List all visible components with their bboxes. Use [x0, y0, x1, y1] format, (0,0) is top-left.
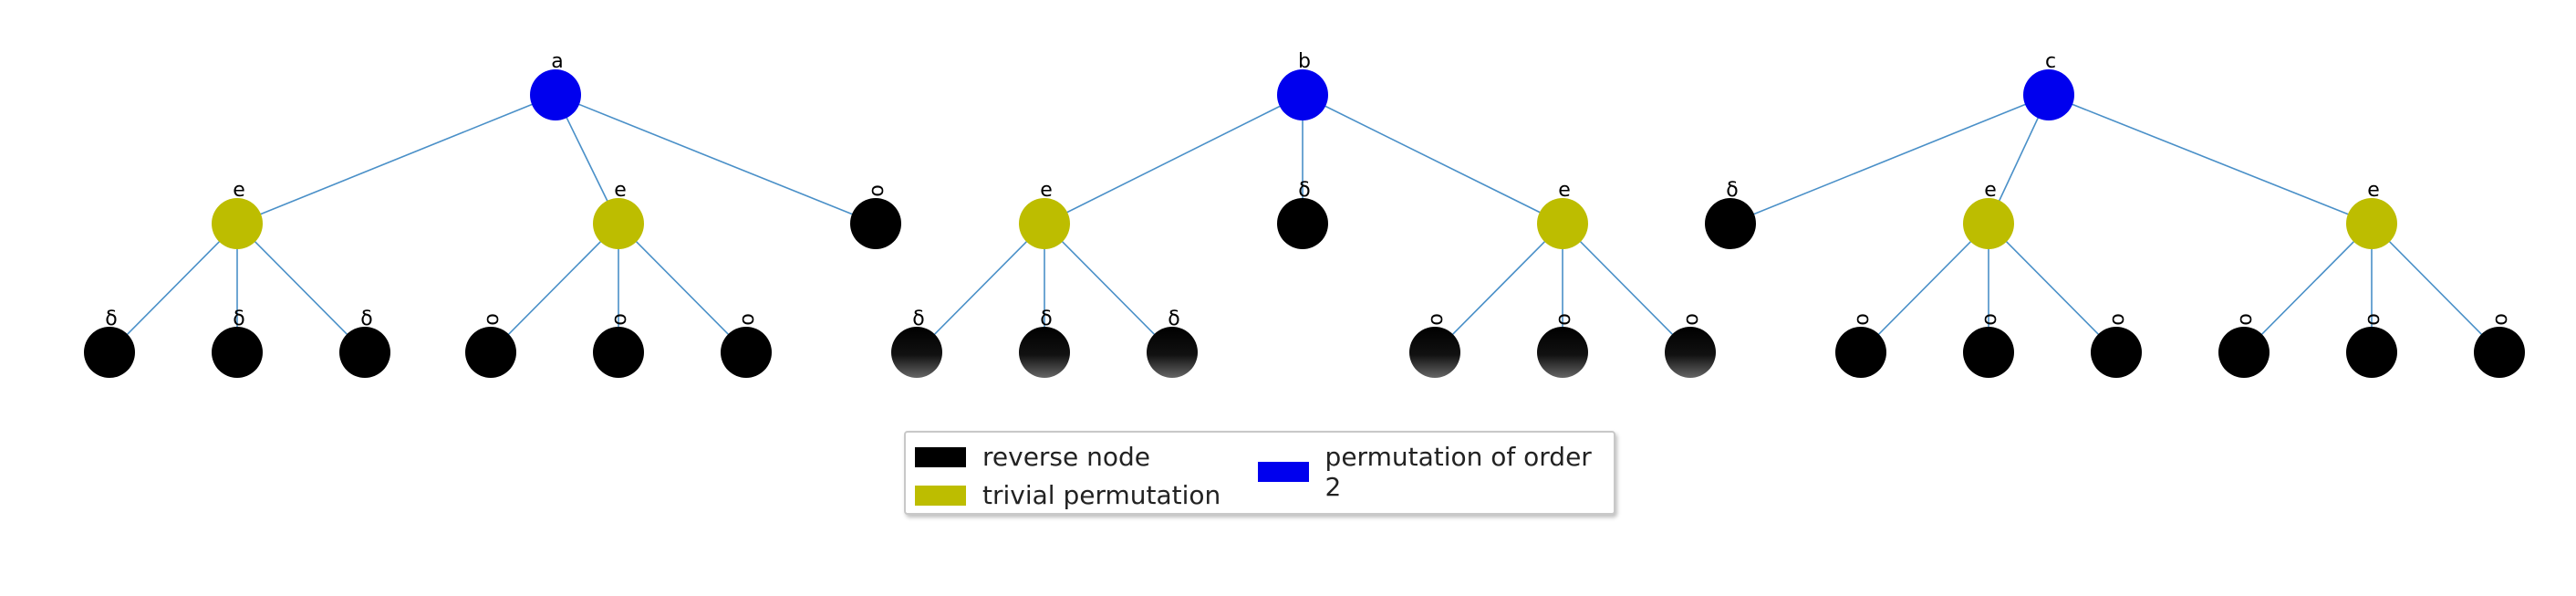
- tree-b-child-node-label: e: [1558, 179, 1571, 202]
- tree-a-leaf-node-label: δ: [105, 308, 117, 330]
- legend-swatch-order2: [1258, 462, 1309, 482]
- legend-item-trivial: trivial permutation: [915, 480, 1220, 510]
- legend-item-reverse: reverse node: [915, 442, 1150, 472]
- legend-item-order2: permutation of order 2: [1258, 442, 1614, 502]
- edge-root-child: [555, 94, 877, 225]
- legend-swatch-reverse: [915, 446, 966, 467]
- edge-child-leaf: [1044, 223, 1173, 353]
- tree-a-leaf-node-label: ᴑ: [613, 308, 627, 330]
- tree-c-root-node-label: c: [2045, 50, 2056, 73]
- tree-c-leaf-node-label: ᴑ: [2494, 308, 2508, 330]
- tree-diagram: δ δ δ e ᴑ ᴑ ᴑ e ᴑ a δ δ δ e δ ᴑ ᴑ ᴑ e b δ ᴑ ᴑ ᴑ e ᴑ ᴑ ᴑ e c: [84, 50, 2525, 378]
- tree-a-leaf-node: [465, 327, 516, 378]
- edge-child-leaf: [109, 223, 238, 353]
- edge-child-leaf: [2243, 223, 2373, 353]
- edge-root-child: [1044, 94, 1304, 225]
- tree-a-child-node: [593, 198, 644, 249]
- tree-c-leaf-node-label: ᴑ: [2366, 308, 2380, 330]
- edge-child-leaf: [1562, 223, 1691, 353]
- tree-b-leaf-node-label: ᴑ: [1429, 308, 1443, 330]
- tree-c-leaf-node-label: ᴑ: [1983, 308, 1997, 330]
- tree-b-child-node: [1537, 198, 1588, 249]
- tree-c-leaf-node-label: ᴑ: [1855, 308, 1869, 330]
- legend: reverse node trivial permutation permuta…: [904, 431, 1615, 515]
- tree-a-child-node: [212, 198, 263, 249]
- tree-c-child-node-label: δ: [1726, 179, 1738, 202]
- edge-root-child: [2048, 94, 2373, 225]
- tree-c-leaf-node-label: ᴑ: [2111, 308, 2124, 330]
- tree-a-child-node-label: e: [233, 179, 245, 202]
- tree-b-root-node: [1277, 69, 1328, 120]
- tree-c-leaf-node: [2218, 327, 2270, 378]
- edge-child-leaf: [1860, 223, 1989, 353]
- tree-a-leaf-node: [212, 327, 263, 378]
- tree-c-leaf-node: [2474, 327, 2525, 378]
- tree-a-leaf-node: [339, 327, 390, 378]
- tree-c-leaf-node: [1963, 327, 2014, 378]
- legend-label-reverse: reverse node: [982, 442, 1151, 472]
- tree-a-leaf-node-label: ᴑ: [741, 308, 754, 330]
- tree-a-root-node-label: a: [551, 50, 563, 73]
- tree-c-leaf-node: [2346, 327, 2397, 378]
- tree-a-leaf-node-label: δ: [360, 308, 372, 330]
- tree-a-child-node: [850, 198, 901, 249]
- tree-b-leaf-node: [1537, 327, 1588, 378]
- tree-c-child-node-label: e: [2367, 179, 2380, 202]
- tree-c-leaf-node: [1835, 327, 1886, 378]
- edge-child-leaf: [490, 223, 619, 353]
- tree-b-leaf-node: [1019, 327, 1070, 378]
- edge-child-leaf: [1988, 223, 2117, 353]
- tree-a-leaf-node-label: ᴑ: [485, 308, 499, 330]
- tree-b-leaf-node: [891, 327, 942, 378]
- tree-a-child-node-label: e: [614, 179, 627, 202]
- edge-child-leaf: [236, 223, 366, 353]
- nodes: δ δ δ e ᴑ ᴑ ᴑ e ᴑ a δ δ δ e δ ᴑ ᴑ ᴑ e b δ ᴑ ᴑ ᴑ e ᴑ ᴑ ᴑ e c: [84, 50, 2525, 378]
- tree-c-child-node: [2346, 198, 2397, 249]
- legend-label-order2: permutation of order 2: [1324, 442, 1592, 502]
- tree-a-child-node-label: ᴑ: [870, 179, 884, 202]
- tree-b-leaf-node: [1409, 327, 1460, 378]
- edge-root-child: [236, 94, 556, 225]
- tree-a-leaf-node: [593, 327, 644, 378]
- tree-b-leaf-node-label: δ: [1168, 308, 1179, 330]
- edge-child-leaf: [1434, 223, 1563, 353]
- tree-c-child-node: [1963, 198, 2014, 249]
- edge-root-child: [1729, 94, 2050, 225]
- tree-a-root-node: [530, 69, 581, 120]
- tree-b-leaf-node-label: δ: [912, 308, 924, 330]
- tree-c-leaf-node: [2091, 327, 2142, 378]
- edge-child-leaf: [618, 223, 747, 353]
- tree-a-leaf-node: [721, 327, 772, 378]
- tree-b-child-node-label: δ: [1298, 179, 1310, 202]
- tree-c-child-node-label: e: [1984, 179, 1997, 202]
- edge-child-leaf: [916, 223, 1045, 353]
- tree-b-child-node: [1277, 198, 1328, 249]
- tree-a-leaf-node-label: δ: [233, 308, 244, 330]
- tree-b-child-node: [1019, 198, 1070, 249]
- tree-c-root-node: [2023, 69, 2074, 120]
- tree-c-child-node: [1705, 198, 1756, 249]
- tree-b-leaf-node-label: ᴑ: [1685, 308, 1698, 330]
- legend-label-trivial: trivial permutation: [982, 480, 1221, 510]
- tree-b-leaf-node: [1665, 327, 1716, 378]
- edge-child-leaf: [2371, 223, 2500, 353]
- tree-b-leaf-node-label: δ: [1040, 308, 1052, 330]
- tree-a-leaf-node: [84, 327, 135, 378]
- edge-root-child: [1302, 94, 1563, 225]
- tree-b-leaf-node-label: ᴑ: [1557, 308, 1571, 330]
- tree-b-leaf-node: [1147, 327, 1198, 378]
- tree-b-root-node-label: b: [1298, 50, 1311, 73]
- legend-swatch-trivial: [915, 485, 966, 506]
- tree-b-child-node-label: e: [1040, 179, 1053, 202]
- tree-c-leaf-node-label: ᴑ: [2238, 308, 2252, 330]
